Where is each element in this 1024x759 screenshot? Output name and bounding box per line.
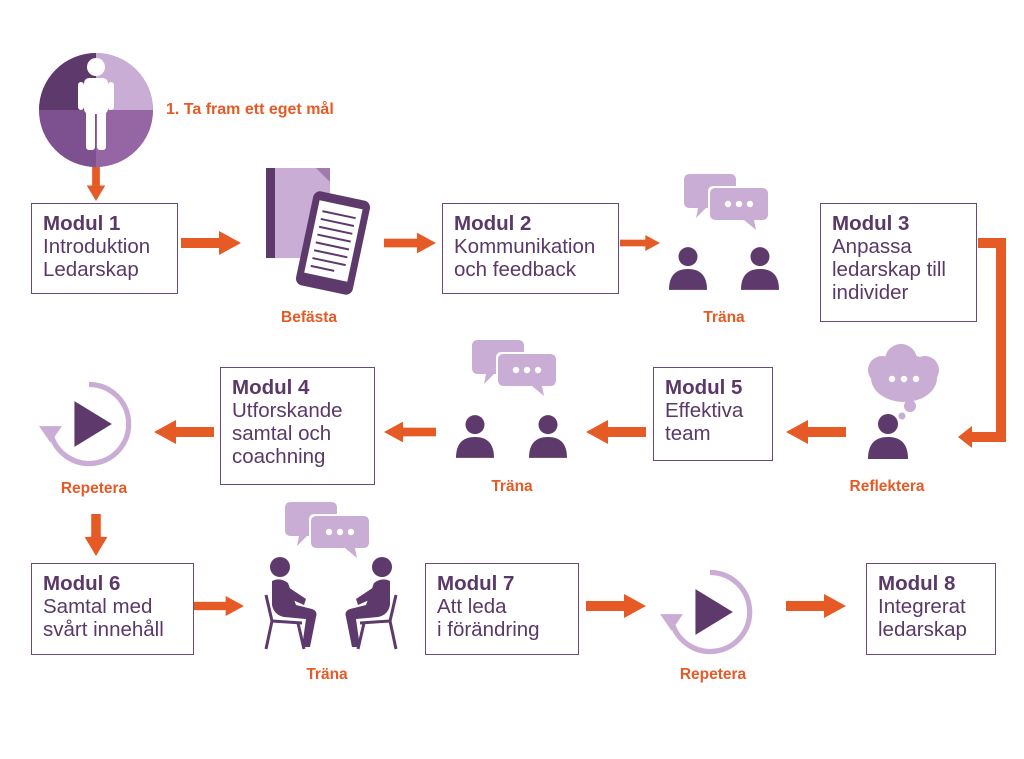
module-title: Modul 7 [437, 572, 515, 595]
module-3-box: Modul 3 Anpassa ledarskap till individer [820, 203, 977, 322]
module-text: Kommunikation [454, 235, 596, 258]
repeat-play-icon [39, 384, 129, 463]
module-text: Att leda [437, 595, 507, 618]
module-text: team [665, 422, 711, 445]
label-befasta: Befästa [281, 309, 337, 326]
module-text: individer [832, 281, 909, 304]
module-title: Modul 2 [454, 212, 532, 235]
speech-bubbles-icon [472, 340, 558, 400]
tablet-book-icon [266, 168, 371, 295]
label-reflektera: Reflektera [849, 478, 925, 495]
module-text: Introduktion [43, 235, 151, 258]
module-text: ledarskap [878, 618, 967, 641]
module-7-box: Modul 7 Att leda i förändring [425, 563, 579, 655]
module-2-box: Modul 2 Kommunikation och feedback [442, 203, 619, 294]
module-text: ledarskap till [832, 258, 946, 281]
repeat-play-icon [660, 572, 750, 651]
seated-dialogue-icon [264, 502, 398, 651]
module-1-box: Modul 1 Introduktion Ledarskap [31, 203, 178, 294]
module-5-box: Modul 5 Effektiva team [653, 367, 773, 461]
goal-label: 1. Ta fram ett eget mål [166, 101, 334, 118]
module-text: Ledarskap [43, 258, 139, 281]
speech-bubbles-icon [684, 174, 770, 234]
module-4-box: Modul 4 Utforskande samtal och coachning [220, 367, 375, 485]
module-6-box: Modul 6 Samtal med svårt innehåll [31, 563, 194, 655]
module-8-box: Modul 8 Integrerat ledarskap [866, 563, 996, 655]
person-target-icon [39, 53, 153, 167]
people-icon [456, 415, 567, 458]
module-text: Integrerat [878, 595, 966, 618]
module-text: i förändring [437, 618, 540, 641]
module-title: Modul 3 [832, 212, 910, 235]
module-text: coachning [232, 445, 326, 468]
module-title: Modul 5 [665, 376, 743, 399]
label-repetera: Repetera [679, 666, 747, 683]
module-title: Modul 4 [232, 376, 310, 399]
label-trana: Träna [491, 478, 533, 495]
label-trana: Träna [306, 666, 348, 683]
module-text: svårt innehåll [43, 618, 164, 641]
module-text: Utforskande [232, 399, 343, 422]
label-repetera: Repetera [60, 480, 128, 497]
module-text: samtal och [232, 422, 332, 445]
label-trana: Träna [703, 309, 745, 326]
people-icon [669, 247, 779, 290]
module-text: och feedback [454, 258, 576, 281]
thought-bubble-icon [868, 344, 939, 459]
module-title: Modul 8 [878, 572, 956, 595]
module-text: Anpassa [832, 235, 912, 258]
flow-arrows [84, 167, 1006, 618]
module-title: Modul 1 [43, 212, 121, 235]
module-text: Samtal med [43, 595, 153, 618]
module-title: Modul 6 [43, 572, 121, 595]
module-text: Effektiva [665, 399, 744, 422]
